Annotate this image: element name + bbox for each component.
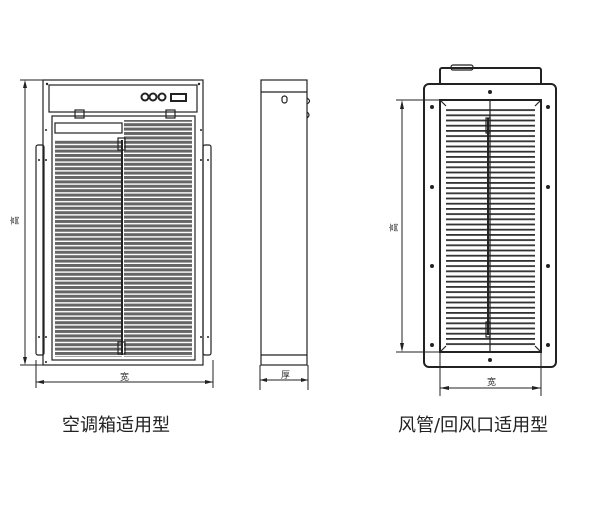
duct-front-view: 高 宽 [388, 64, 557, 396]
height-dimension-label: 高 [9, 216, 21, 225]
control-panel [48, 84, 198, 113]
ahu-front-view: 高 宽 [9, 79, 214, 388]
height-dimension-label: 高 [388, 223, 400, 232]
indicator-light-icon [157, 92, 167, 102]
left-flange [35, 144, 45, 356]
duct-caption: 风管/回风口适用型 [398, 415, 548, 436]
outer-frame [42, 79, 204, 366]
width-dimension-label: 宽 [487, 376, 496, 388]
depth-dimension-label: 厚 [281, 370, 290, 381]
indicator-light-icon [140, 92, 150, 102]
indicator-light-icon [148, 92, 158, 102]
right-flange [202, 144, 212, 356]
ahu-side-view: 厚 [259, 79, 311, 390]
width-dimension-label: 宽 [120, 371, 129, 383]
mounting-plate [423, 83, 557, 368]
ahu-caption: 空调箱适用型 [62, 415, 170, 436]
filter-media-right [124, 120, 192, 357]
filter-media-left [55, 140, 122, 357]
display-icon [170, 93, 187, 102]
